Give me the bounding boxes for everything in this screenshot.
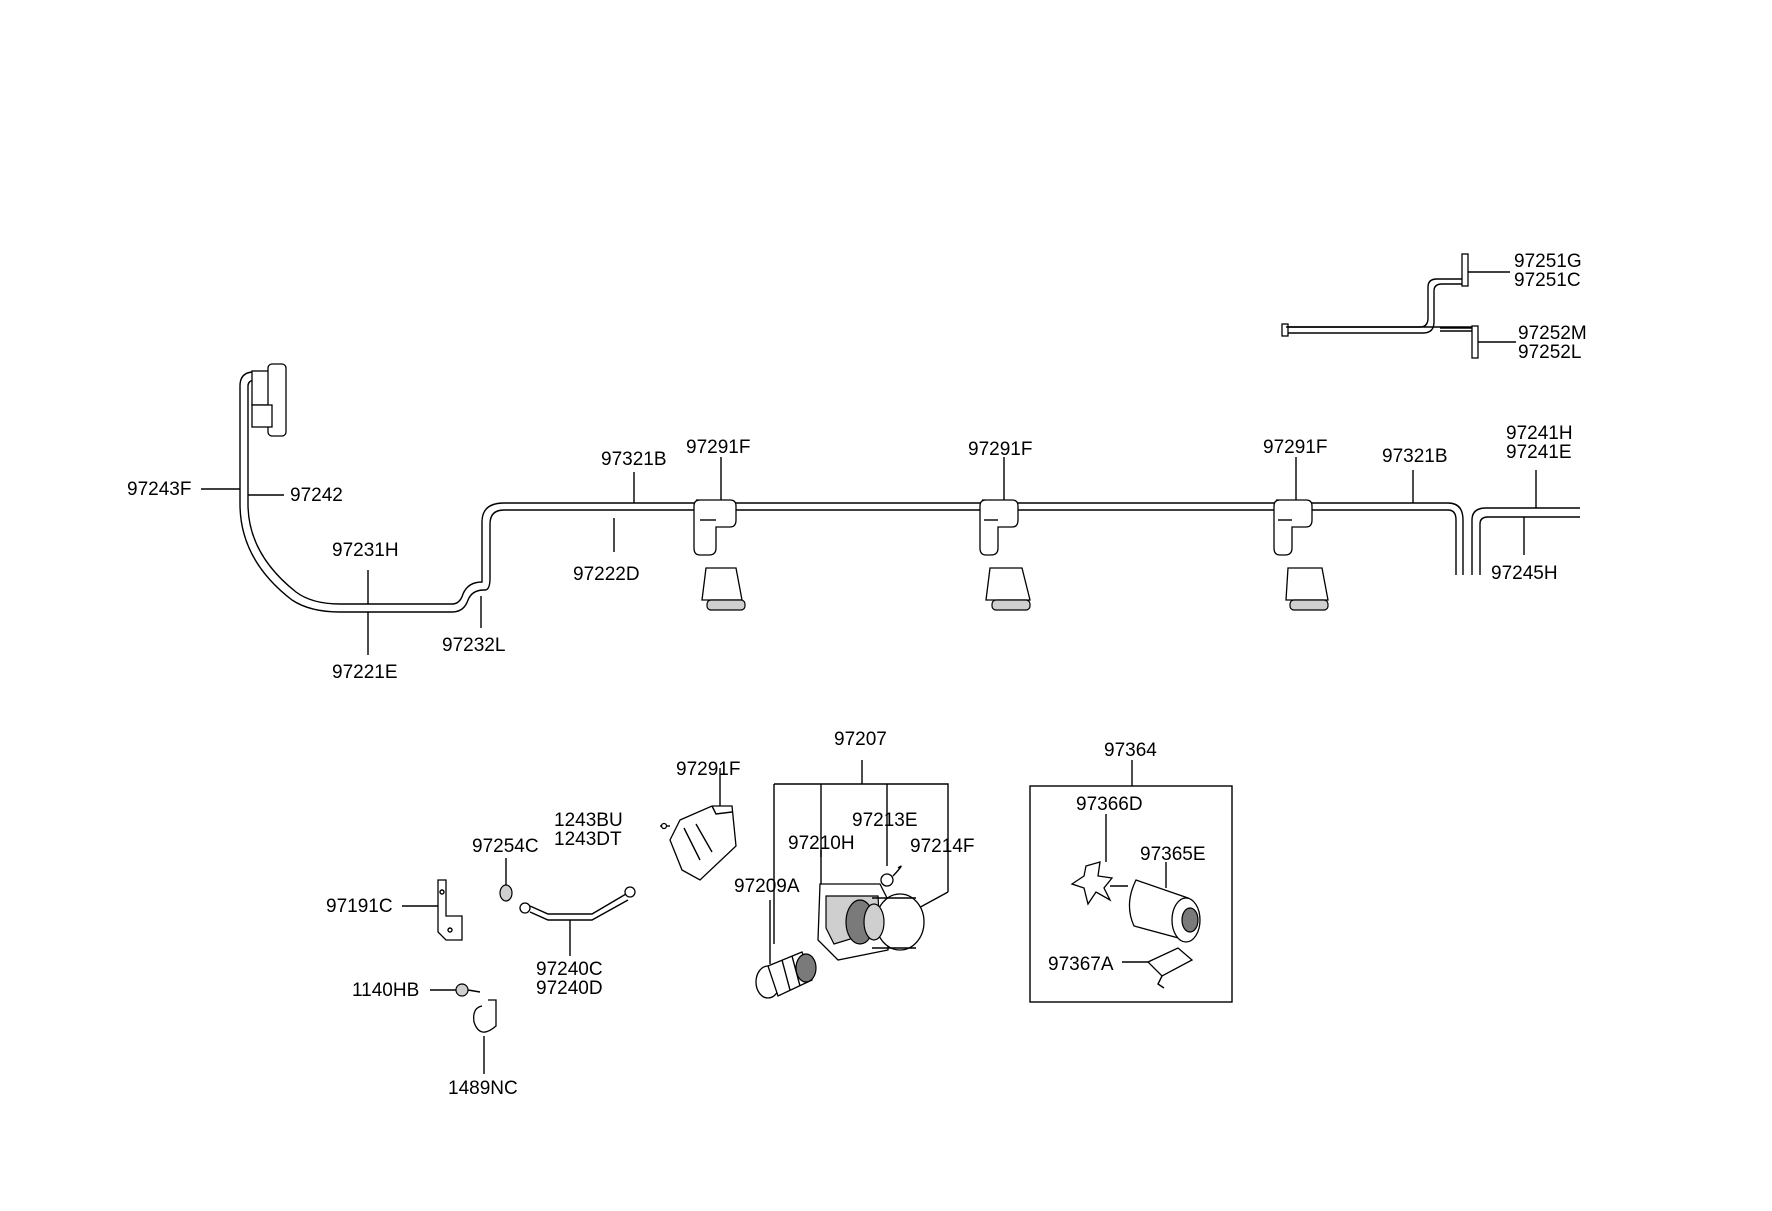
label-97365E: 97365E (1140, 844, 1206, 865)
label-97232L: 97232L (442, 635, 505, 656)
label-97213E: 97213E (852, 810, 918, 831)
part-number-labels: 97251G 97251C 97252M 97252L 97243F 97242… (127, 251, 1587, 1099)
label-97291F: 97291F (968, 439, 1032, 460)
label-1489NC: 1489NC (448, 1078, 518, 1099)
label-97367A: 97367A (1048, 954, 1114, 975)
label-97241H: 97241H (1506, 423, 1573, 444)
label-97241E: 97241E (1506, 442, 1572, 463)
label-97207: 97207 (834, 729, 887, 750)
bolt-and-clip (430, 983, 497, 1074)
motor-assembly-97207 (755, 760, 949, 999)
small-pipe-assembly (1281, 253, 1516, 359)
clip-assembly-2 (979, 499, 1031, 611)
bracket-97291F (660, 768, 737, 881)
label-97222D: 97222D (573, 564, 640, 585)
label-97210H: 97210H (788, 833, 855, 854)
label-97364: 97364 (1104, 740, 1157, 761)
label-97252L: 97252L (1518, 342, 1581, 363)
label-97214F: 97214F (910, 836, 974, 857)
label-1243BU: 1243BU (554, 810, 623, 831)
leader-lines-top (201, 457, 1537, 655)
label-1140HB: 1140HB (352, 980, 419, 1001)
label-97291F: 97291F (1263, 437, 1327, 458)
label-97191C: 97191C (326, 896, 393, 917)
label-97231H: 97231H (332, 540, 399, 561)
label-97221E: 97221E (332, 662, 398, 683)
label-1243DT: 1243DT (554, 829, 622, 850)
label-97209A: 97209A (734, 876, 800, 897)
label-97321B: 97321B (601, 449, 667, 470)
label-97254C: 97254C (472, 836, 539, 857)
label-97321B: 97321B (1382, 446, 1448, 467)
kit-97364 (1029, 760, 1233, 1003)
main-pipe-run (239, 363, 1580, 613)
clip-assembly-1 (693, 499, 746, 611)
clip-assembly-3 (1273, 499, 1329, 611)
label-97291F: 97291F (676, 759, 740, 780)
label-97243F: 97243F (127, 479, 191, 500)
label-97245H: 97245H (1491, 563, 1558, 584)
label-97252M: 97252M (1518, 323, 1587, 344)
label-97291F: 97291F (686, 437, 750, 458)
label-97251C: 97251C (1514, 270, 1581, 291)
label-97240D: 97240D (536, 978, 603, 999)
label-97251G: 97251G (1514, 251, 1582, 272)
label-97242: 97242 (290, 485, 343, 506)
bracket-97191C (402, 879, 463, 941)
pipe-97240C (499, 858, 636, 956)
label-97366D: 97366D (1076, 794, 1143, 815)
label-97240C: 97240C (536, 959, 603, 980)
